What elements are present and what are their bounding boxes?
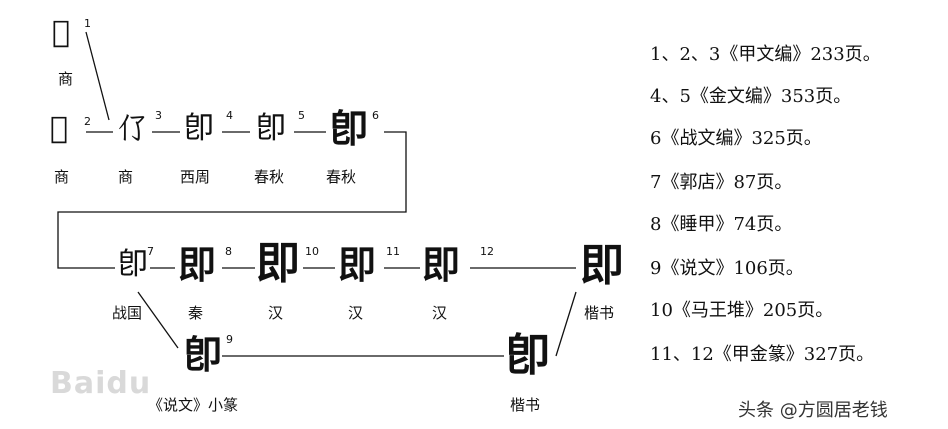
- number-node-8: 8: [225, 245, 232, 258]
- label-node-7: 战国: [112, 304, 143, 322]
- label-node-2: 商: [54, 168, 70, 186]
- glyph-node-1: 𠮦: [52, 15, 71, 50]
- source-line-8: 11、12《甲金篆》327页。: [650, 344, 875, 365]
- number-node-7: 7: [147, 245, 154, 258]
- source-line-1: 1、2、3《甲文编》233页。: [650, 44, 881, 65]
- label-node-3: 商: [118, 168, 134, 186]
- number-node-9: 9: [226, 333, 233, 346]
- label-node-12: 汉: [432, 304, 448, 322]
- glyph-node-12: 即: [422, 242, 461, 287]
- author-credit: 头条 @方圆居老钱: [738, 400, 888, 421]
- number-node-3: 3: [155, 109, 162, 122]
- baidu-watermark: Baidu: [50, 366, 152, 401]
- glyph-node-3: 𠆨: [118, 111, 148, 146]
- label-node-6: 春秋: [326, 168, 357, 186]
- label-node-4: 西周: [180, 168, 211, 186]
- glyph-node-6: 卽: [330, 106, 369, 151]
- label-node-5: 春秋: [254, 168, 285, 186]
- glyph-node-4: 卽: [184, 111, 214, 146]
- number-node-1: 1: [84, 17, 91, 30]
- number-node-4: 4: [226, 109, 233, 122]
- label-node-1: 商: [58, 70, 74, 88]
- number-node-10: 10: [305, 245, 319, 258]
- connector-6-7: [57, 131, 407, 269]
- source-line-2: 4、5《金文编》353页。: [650, 86, 852, 107]
- label-node-13: 楷书: [584, 304, 615, 322]
- glyph-node-10: 即: [256, 238, 300, 289]
- glyph-node-7: 卽: [118, 247, 148, 282]
- number-node-11: 11: [386, 245, 400, 258]
- number-node-12: 12: [480, 245, 494, 258]
- label-node-11: 汉: [348, 304, 364, 322]
- connector-13-14: [555, 291, 577, 357]
- source-line-7: 10《马王堆》205页。: [650, 300, 834, 321]
- number-node-2: 2: [84, 115, 91, 128]
- label-node-8: 秦: [188, 304, 204, 322]
- source-line-5: 8《睡甲》74页。: [650, 214, 793, 235]
- label-node-14: 楷书: [510, 396, 541, 414]
- glyph-node-9: 卽: [184, 332, 223, 377]
- number-node-6: 6: [372, 109, 379, 122]
- glyph-node-11: 即: [338, 242, 377, 287]
- source-line-3: 6《战文编》325页。: [650, 128, 822, 149]
- glyph-node-14: 卽: [506, 330, 550, 381]
- glyph-node-5: 卽: [256, 111, 286, 146]
- glyph-node-13: 即: [580, 240, 624, 291]
- connector-7-9: [137, 291, 179, 349]
- connector-1-2: [85, 31, 110, 121]
- source-line-4: 7《郭店》87页。: [650, 172, 793, 193]
- glyph-node-8: 即: [178, 242, 217, 287]
- label-node-9: 《说文》小篆: [148, 396, 239, 414]
- glyph-node-2: 𠮦: [50, 111, 69, 146]
- source-line-6: 9《说文》106页。: [650, 258, 804, 279]
- label-node-10: 汉: [268, 304, 284, 322]
- number-node-5: 5: [298, 109, 305, 122]
